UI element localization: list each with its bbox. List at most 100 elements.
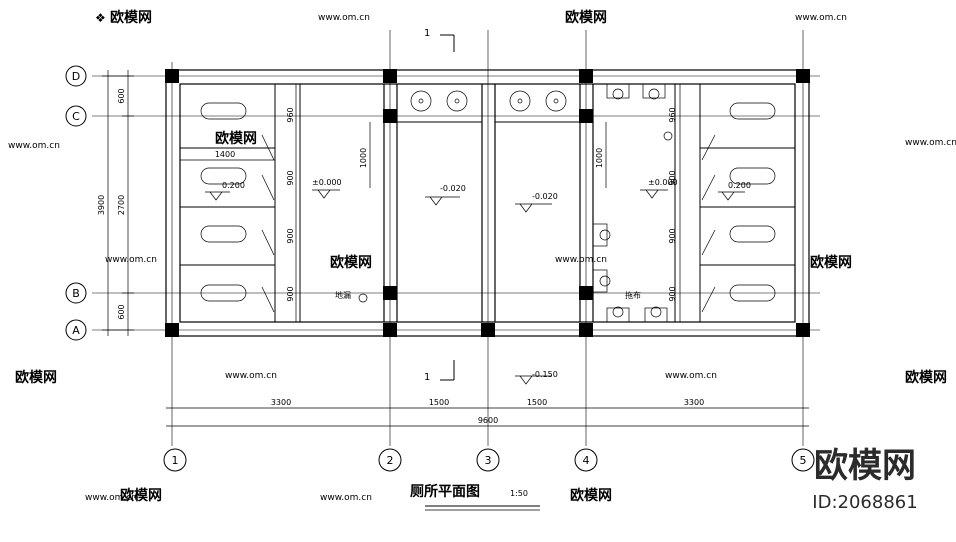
level-0000-left: ±0.000 xyxy=(312,178,342,187)
bottom-dimensions: 3300 1500 1500 3300 9600 xyxy=(166,398,809,427)
level-markers: ±0.000 ±0.000 0.200 0.200 -0.020 -0.020 … xyxy=(205,178,751,385)
dim-960: 960 xyxy=(286,107,295,122)
watermark-site: www.om.cn xyxy=(318,13,370,23)
urinal-icon xyxy=(606,83,630,99)
watermark-layer: ❖ 欧模网 www.om.cn 欧模网 www.om.cn www.om.cn … xyxy=(8,9,956,504)
dim-bottom-seg4: 3300 xyxy=(684,398,704,407)
dim-900: 900 xyxy=(668,170,677,185)
watermark-brand: 欧模网 xyxy=(120,487,162,504)
dim-960: 960 xyxy=(668,107,677,122)
dim-1000: 1000 xyxy=(595,148,604,168)
level-020-b: -0.020 xyxy=(532,192,558,201)
level-150: -0.150 xyxy=(532,370,558,379)
watermark-brand: 欧模网 xyxy=(565,9,607,26)
dim-900: 900 xyxy=(286,286,295,301)
inner-dimensions: 960 900 900 900 960 900 900 900 1000 100… xyxy=(180,84,681,322)
toilet-icon xyxy=(200,102,247,120)
axis-label-2: 2 xyxy=(387,454,394,467)
dim-900: 900 xyxy=(668,286,677,301)
watermark-site: www.om.cn xyxy=(8,141,60,151)
level-020-a: -0.020 xyxy=(440,184,466,193)
dim-900: 900 xyxy=(668,228,677,243)
note-mop: 拖布 xyxy=(625,290,641,300)
dim-bottom-seg1: 3300 xyxy=(271,398,291,407)
columns xyxy=(165,69,810,337)
toilet-icon xyxy=(200,284,247,302)
dim-left-top: 600 xyxy=(117,88,126,103)
axis-label-a: A xyxy=(72,324,80,337)
floor-drain-icon xyxy=(358,293,368,303)
watermark-site: www.om.cn xyxy=(85,493,137,503)
urinal-icon xyxy=(642,83,666,99)
dim-bottom-seg3: 1500 xyxy=(527,398,547,407)
toilet-icon xyxy=(729,225,776,243)
watermark-brand: 欧模网 xyxy=(810,254,852,271)
watermark-brand: 欧模网 xyxy=(15,369,57,386)
walls xyxy=(165,69,810,337)
axis-label-3: 3 xyxy=(485,454,492,467)
toilet-icon xyxy=(729,284,776,302)
watermark-logo-icon: ❖ xyxy=(95,11,106,25)
toilet-icon xyxy=(729,167,776,185)
watermark-brand: 欧模网 xyxy=(215,130,257,147)
dim-900: 900 xyxy=(286,170,295,185)
section-markers: 1 1 xyxy=(424,28,455,383)
dim-bottom-total: 9600 xyxy=(478,416,498,425)
watermark-brand: 欧模网 xyxy=(905,369,947,386)
basin-icon xyxy=(446,90,468,112)
watermark-site: www.om.cn xyxy=(225,371,277,381)
watermark-site: www.om.cn xyxy=(555,255,607,265)
toilet-icon xyxy=(200,225,247,243)
dim-bottom-seg2: 1500 xyxy=(429,398,449,407)
axis-label-4: 4 xyxy=(583,454,590,467)
watermark-id: ID:2068861 xyxy=(812,492,917,513)
cubicle-doors xyxy=(261,134,716,313)
dim-900: 900 xyxy=(286,228,295,243)
dim-1400: 1400 xyxy=(215,150,235,159)
watermark-site: www.om.cn xyxy=(795,13,847,23)
watermark-brand: 欧模网 xyxy=(110,9,152,26)
urinal-icon xyxy=(592,223,608,247)
basin-icon xyxy=(509,90,531,112)
axis-label-d: D xyxy=(72,70,80,83)
watermark-brand: 欧模网 xyxy=(570,487,612,504)
row-axis-bubbles: D C B A xyxy=(65,65,87,341)
axis-label-c: C xyxy=(72,110,80,123)
level-0200-right: 0.200 xyxy=(728,181,751,190)
note-floor-drain: 地漏 xyxy=(335,290,351,300)
watermark-site: www.om.cn xyxy=(105,255,157,265)
drawing-title: 厕所平面图 xyxy=(410,483,480,500)
section-label-top: 1 xyxy=(424,28,430,39)
level-0000-right: ±0.000 xyxy=(648,178,678,187)
watermark-site: www.om.cn xyxy=(665,371,717,381)
level-0200-left: 0.200 xyxy=(222,181,245,190)
urinal-icon xyxy=(592,269,608,293)
watermark-brand: 欧模网 xyxy=(330,254,372,271)
dim-left-total: 3900 xyxy=(97,195,106,215)
axis-label-b: B xyxy=(72,287,80,300)
urinal-icon xyxy=(606,307,630,323)
section-label-bottom: 1 xyxy=(424,372,430,383)
drawing-scale: 1:50 xyxy=(510,489,528,498)
toilet-fixtures xyxy=(200,102,776,302)
axis-label-1: 1 xyxy=(172,454,179,467)
watermark-site: www.om.cn xyxy=(905,138,956,148)
basin-icon xyxy=(545,90,567,112)
col-axis-bubbles: 1 2 3 4 5 xyxy=(163,448,815,472)
basins xyxy=(410,90,567,112)
watermark-site: www.om.cn xyxy=(320,493,372,503)
axis-grid xyxy=(92,30,820,446)
dim-left-bottom: 600 xyxy=(117,304,126,319)
axis-label-5: 5 xyxy=(800,454,807,467)
dim-left-mid: 2700 xyxy=(117,195,126,215)
toilet-icon xyxy=(200,167,247,185)
basin-icon xyxy=(410,90,432,112)
floor-drain-icon xyxy=(663,131,673,141)
watermark-brand-large: 欧模网 xyxy=(814,446,916,486)
dim-1000: 1000 xyxy=(359,148,368,168)
left-dimensions: 600 2700 600 3900 xyxy=(97,70,134,336)
toilet-icon xyxy=(729,102,776,120)
urinal-icon xyxy=(644,307,668,323)
urinal-fixtures xyxy=(358,83,673,323)
